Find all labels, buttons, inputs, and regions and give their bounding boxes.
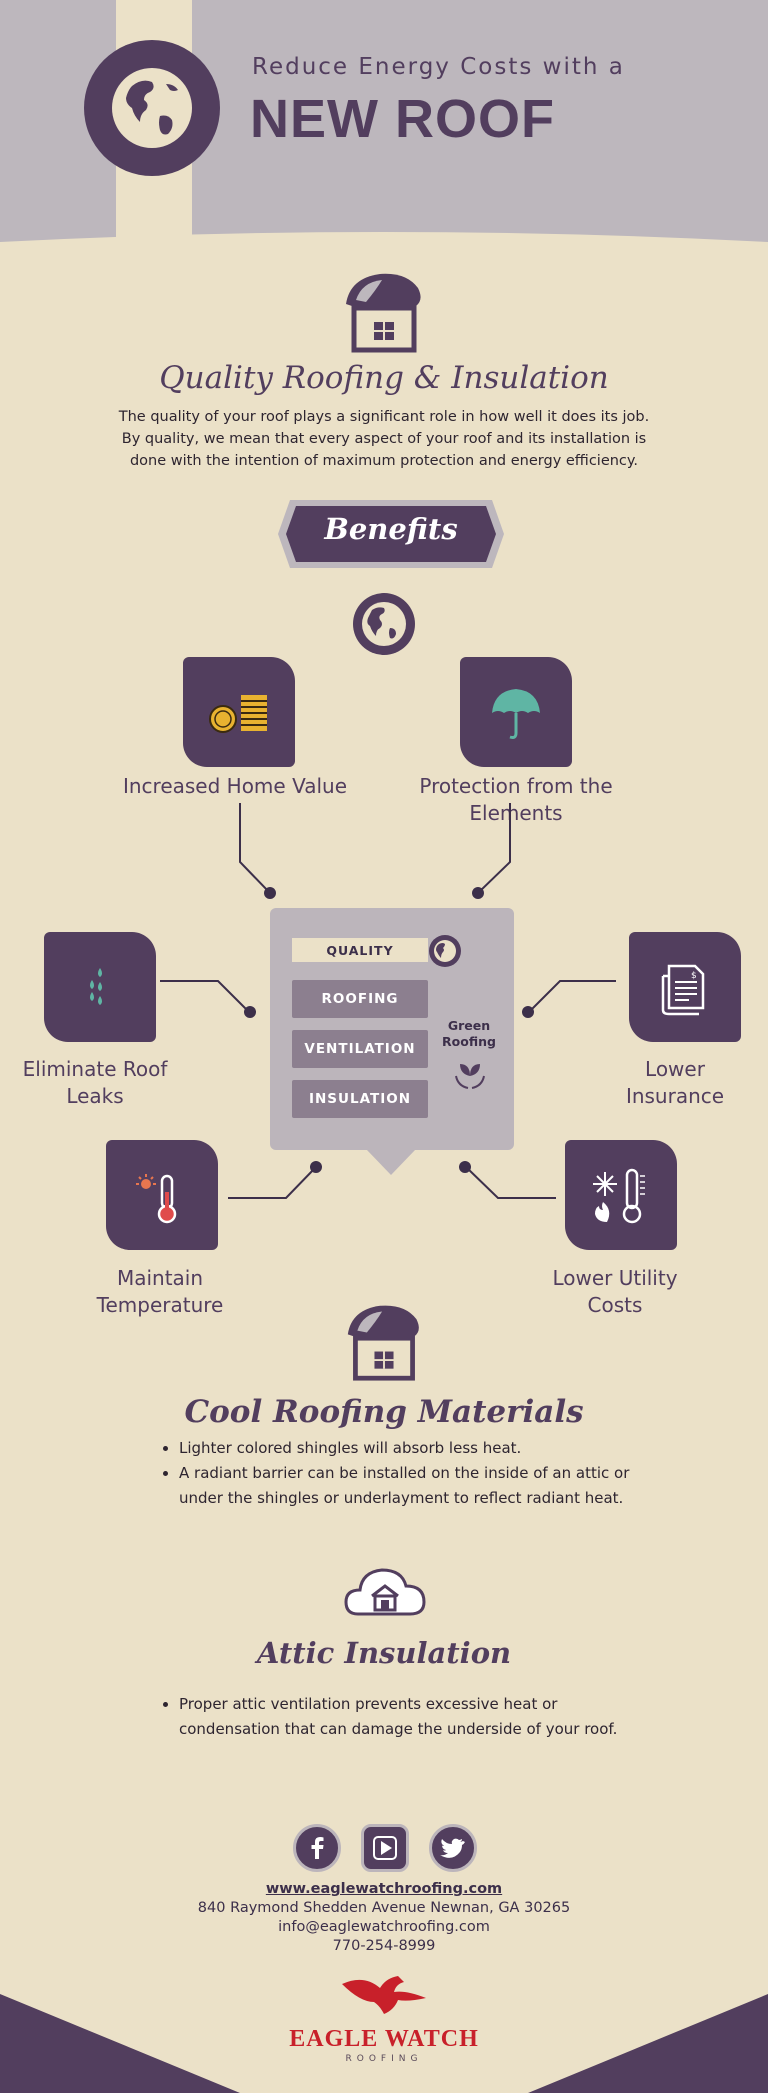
attic-list: Proper attic ventilation prevents excess… — [155, 1692, 649, 1742]
svg-text:$: $ — [691, 971, 697, 981]
label-protection: Protection from the Elements — [388, 773, 644, 827]
list-item: Lighter colored shingles will absorb les… — [179, 1436, 649, 1461]
quality-paragraph: The quality of your roof plays a signifi… — [0, 406, 768, 472]
quality-line: By quality, we mean that every aspect of… — [121, 431, 647, 447]
card-quality-label: QUALITY — [292, 938, 428, 962]
header-subtitle: Reduce Energy Costs with a — [252, 54, 625, 80]
document-tile: $ — [629, 932, 741, 1042]
label-line: Maintain — [116, 1266, 204, 1290]
header-title: NEW ROOF — [250, 89, 555, 149]
phone-text: 770-254-8999 — [332, 1938, 436, 1954]
website-link[interactable]: www.eaglewatchroofing.com — [265, 1881, 503, 1897]
benefits-banner — [278, 500, 504, 568]
globe-icon — [353, 593, 415, 655]
label-temperature: Maintain Temperature — [60, 1265, 260, 1319]
label-line: Costs — [587, 1293, 643, 1317]
list-item: Proper attic ventilation prevents excess… — [179, 1692, 649, 1742]
raindrops-icon — [90, 968, 102, 1005]
card-green-line: Roofing — [442, 1034, 496, 1049]
facebook-button[interactable] — [293, 1824, 341, 1872]
quality-line: done with the intention of maximum prote… — [129, 453, 639, 469]
label-home-value: Increased Home Value — [122, 774, 348, 798]
card-green-line: Green — [447, 1018, 491, 1033]
logo-text: EAGLE WATCH — [289, 2026, 479, 2052]
label-line: Insurance — [625, 1084, 725, 1108]
cool-roofing-heading: Cool Roofing Materials — [184, 1394, 584, 1430]
umbrella-tile — [460, 657, 572, 767]
house-icon — [347, 1305, 419, 1381]
label-line: Lower — [645, 1057, 705, 1081]
footer-band — [0, 1994, 768, 2093]
card-pointer — [366, 1149, 416, 1175]
thermometer-icon — [136, 1174, 177, 1224]
globe-icon — [429, 935, 461, 967]
attic-heading: Attic Insulation — [256, 1636, 512, 1670]
cloud-house-icon — [344, 1568, 426, 1616]
quality-heading: Quality Roofing & Insulation — [159, 360, 609, 396]
utility-tile — [565, 1140, 677, 1250]
label-leaks: Eliminate Roof Leaks — [0, 1056, 190, 1110]
label-line: Eliminate Roof — [22, 1057, 168, 1081]
label-utility: Lower Utility Costs — [520, 1265, 710, 1319]
label-line: Temperature — [96, 1293, 224, 1317]
label-line: Lower Utility — [552, 1266, 678, 1290]
list-item: A radiant barrier can be installed on th… — [179, 1461, 649, 1511]
address-text: 840 Raymond Shedden Avenue Newnan, GA 30… — [197, 1900, 571, 1916]
globe-icon — [84, 40, 220, 176]
youtube-icon — [373, 1836, 397, 1860]
label-line: Protection from the — [419, 774, 613, 798]
house-icon — [346, 273, 421, 353]
twitter-icon — [440, 1838, 465, 1858]
connector-lines — [160, 803, 616, 1199]
thermometer-tile — [106, 1140, 218, 1250]
benefits-label: Benefits — [324, 512, 458, 546]
document-icon: $ — [661, 964, 705, 1016]
card-ventilation-pill: VENTILATION — [292, 1030, 428, 1068]
card-insulation-pill: INSULATION — [292, 1080, 428, 1118]
snowflake-flame-icon — [593, 1168, 645, 1224]
umbrella-icon — [492, 689, 540, 739]
logo-subtext: ROOFING — [345, 2054, 423, 2064]
coins-icon — [209, 695, 267, 733]
cool-roofing-list: Lighter colored shingles will absorb les… — [155, 1436, 649, 1511]
facebook-icon — [311, 1837, 324, 1859]
quality-line: The quality of your roof plays a signifi… — [118, 409, 650, 425]
eagle-icon — [342, 1976, 426, 2014]
youtube-button[interactable] — [361, 1824, 409, 1872]
email-text: info@eaglewatchroofing.com — [278, 1919, 490, 1935]
plant-hands-icon — [455, 1064, 485, 1089]
header-curve — [0, 232, 768, 268]
card-green-roofing: Green Roofing — [430, 1018, 508, 1050]
label-line: Elements — [469, 801, 563, 825]
label-line: Leaks — [66, 1084, 124, 1108]
card-roofing-pill: ROOFING — [292, 980, 428, 1018]
coins-tile — [183, 657, 295, 767]
label-insurance: Lower Insurance — [580, 1056, 768, 1110]
twitter-button[interactable] — [429, 1824, 477, 1872]
raindrops-tile — [44, 932, 156, 1042]
green-roofing-card: QUALITY ROOFING VENTILATION INSULATION G… — [270, 908, 514, 1150]
